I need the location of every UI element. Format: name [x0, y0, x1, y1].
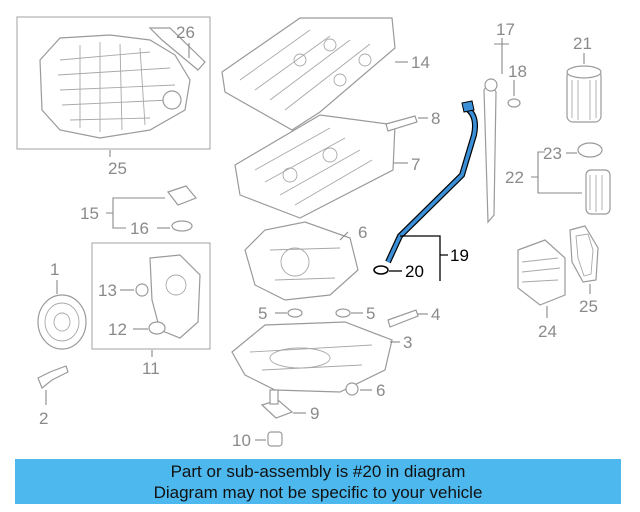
callout-26: 25 [579, 297, 598, 316]
callout-8: 7 [411, 155, 420, 174]
callout-10: 9 [310, 404, 319, 423]
callout-6: 6 [376, 381, 385, 400]
seal-11 [255, 431, 283, 447]
exploded-parts-diagram: 25 26 14 7 8 [16, 16, 611, 450]
callout-1: 1 [50, 260, 59, 279]
dipstick-tube-20 [373, 100, 478, 281]
pulley-bolt-2 [37, 365, 69, 405]
callout-24: 23 [543, 144, 562, 163]
callout-15: 14 [411, 53, 430, 72]
callout-17: 16 [130, 219, 149, 238]
callout-25: 24 [538, 322, 557, 341]
oil-cooler-25 [517, 239, 566, 318]
callout-4: 4 [431, 305, 440, 324]
callout-19: 18 [508, 62, 527, 81]
banner-line-2: Diagram may not be specific to your vehi… [153, 482, 483, 502]
washer-5-right [335, 308, 363, 318]
cylinder-head [234, 114, 408, 219]
oil-filter-22 [566, 53, 602, 123]
oil-filler-cap-16 [106, 185, 197, 232]
callout-9: 8 [431, 109, 440, 128]
callout-11: 10 [232, 431, 251, 450]
banner-line-1: Part or sub-assembly is #20 in diagram [170, 461, 466, 481]
timing-cover [244, 221, 359, 301]
crank-pulley-1 [37, 280, 87, 350]
callout-3: 3 [403, 333, 412, 352]
oil-level-sensor-10 [260, 389, 306, 419]
callout-21: 20 [405, 262, 424, 281]
callout-18: 17 [496, 20, 515, 39]
callout-5b: 5 [366, 304, 375, 323]
callout-2: 2 [39, 409, 48, 428]
callout-20: 19 [450, 246, 469, 265]
callout-5a: 5 [258, 304, 267, 323]
callout-12: 11 [142, 359, 160, 378]
front-cover-group [91, 242, 211, 357]
oil-pan [231, 321, 400, 393]
gasket-26 [569, 225, 599, 294]
valve-cover [221, 17, 408, 131]
bolt-4 [387, 309, 428, 328]
washer-5-left [275, 308, 303, 318]
callout-16: 15 [80, 204, 99, 223]
callout-22: 21 [573, 34, 592, 53]
drain-plug-6 [345, 382, 372, 396]
callout-7: 6 [358, 223, 367, 242]
intake-manifold-group [16, 16, 211, 157]
bolt-9 [385, 115, 428, 132]
callout-14: 13 [98, 281, 117, 300]
callout-13: 12 [108, 320, 127, 339]
filter-element-23 [531, 142, 611, 215]
part-info-banner: Part or sub-assembly is #20 in diagram D… [15, 459, 621, 504]
callout-27: 25 [108, 159, 127, 178]
dipstick-18 [483, 38, 521, 224]
callout-28: 26 [176, 23, 195, 42]
callout-23: 22 [505, 168, 524, 187]
